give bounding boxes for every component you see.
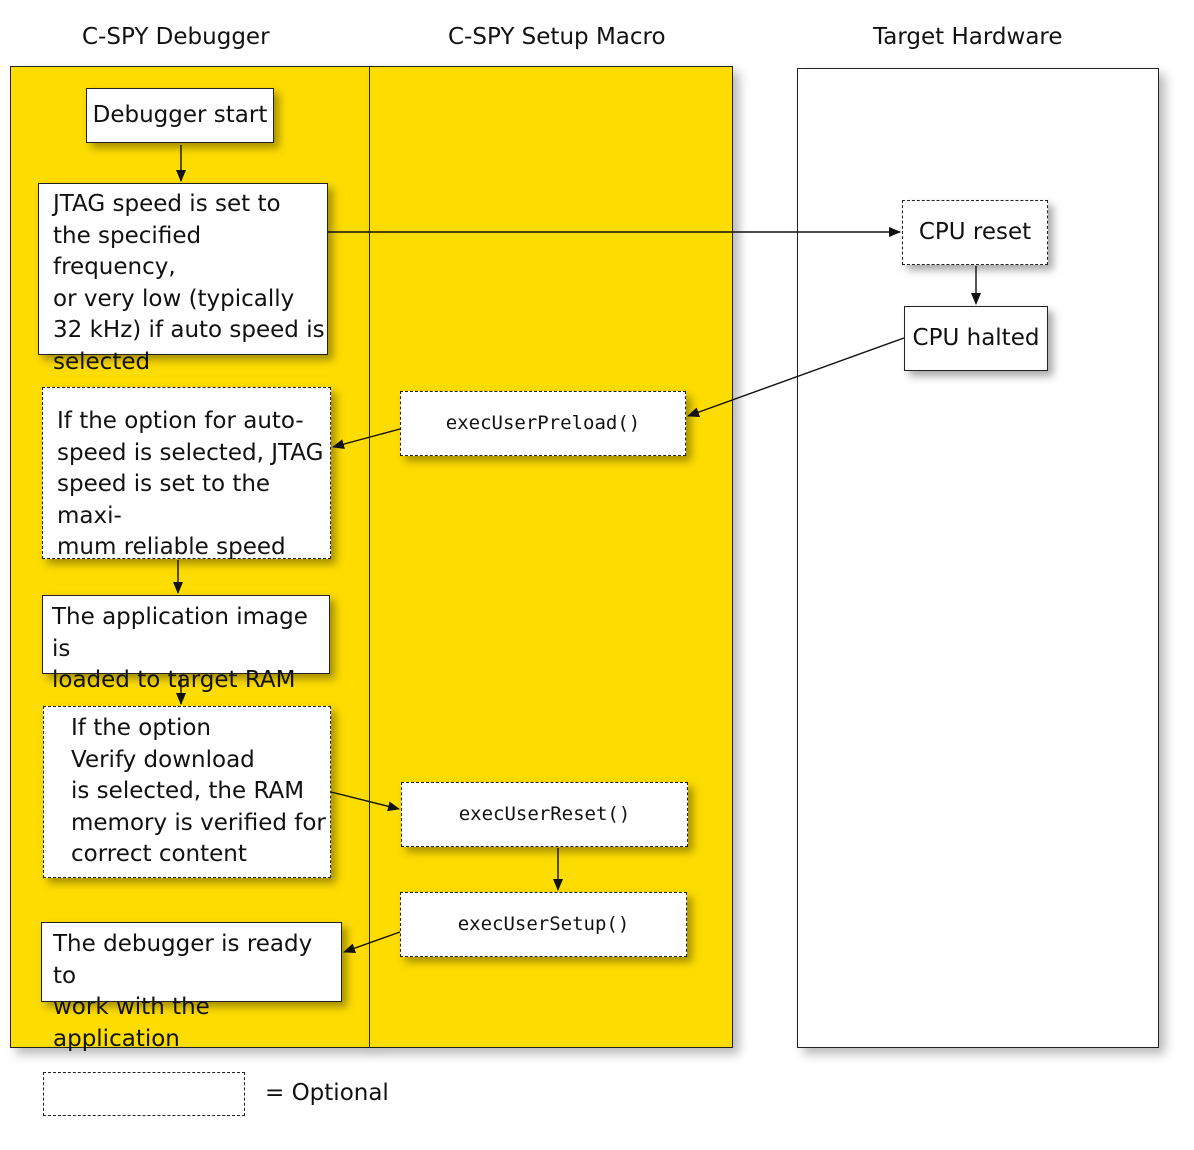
column-title-setup-macro: C-SPY Setup Macro bbox=[448, 24, 666, 50]
load-image-box: The application image is loaded to targe… bbox=[42, 595, 330, 693]
auto-speed-box: If the option for auto- speed is selecte… bbox=[42, 387, 331, 560]
jtag-speed-box: JTAG speed is set to the specified frequ… bbox=[38, 183, 328, 375]
column-title-debugger: C-SPY Debugger bbox=[82, 24, 270, 50]
lane-setup-macro bbox=[369, 66, 733, 1048]
legend-dashed-box bbox=[43, 1072, 245, 1116]
verify-download-box: If the option Verify download is selecte… bbox=[43, 706, 331, 878]
cpu-halted-box: CPU halted bbox=[904, 306, 1048, 371]
cpu-reset-box: CPU reset bbox=[902, 200, 1048, 265]
jtag-speed-line: selected bbox=[53, 348, 151, 375]
column-title-target-hardware: Target Hardware bbox=[873, 24, 1063, 50]
cpu-halted-label: CPU halted bbox=[912, 324, 1040, 351]
arrow-cpu-halted-to-preload bbox=[687, 337, 905, 417]
exec-user-setup-box: execUserSetup() bbox=[400, 892, 687, 957]
debugger-start-label: Debugger start bbox=[92, 101, 268, 128]
jtag-speed-line: or very low (typically bbox=[53, 285, 295, 312]
load-image-line: loaded to target RAM bbox=[52, 667, 296, 693]
arrow-preload-to-auto-speed bbox=[332, 428, 401, 449]
verify-line: Verify download bbox=[71, 746, 255, 773]
auto-speed-line: speed is selected, JTAG bbox=[57, 439, 324, 466]
jtag-speed-line: JTAG speed is set to bbox=[53, 191, 281, 217]
arrow-setup-to-ready bbox=[343, 931, 401, 954]
auto-speed-line: speed is set to the maxi- bbox=[57, 471, 271, 529]
cpu-reset-label: CPU reset bbox=[918, 218, 1032, 245]
verify-line: correct content bbox=[71, 841, 247, 867]
verify-line: is selected, the RAM bbox=[71, 778, 305, 804]
verify-line: memory is verified for bbox=[71, 809, 326, 836]
ready-line: work with the application bbox=[53, 994, 210, 1052]
legend-optional-label: = Optional bbox=[265, 1080, 389, 1106]
verify-line: If the option bbox=[71, 715, 211, 741]
arrow-verify-to-reset bbox=[330, 791, 400, 812]
exec-user-reset-label: execUserReset() bbox=[458, 802, 631, 825]
jtag-speed-line: the specified frequency, bbox=[53, 222, 202, 281]
exec-user-reset-box: execUserReset() bbox=[401, 782, 688, 847]
debugger-ready-box: The debugger is ready to work with the a… bbox=[41, 922, 342, 1052]
exec-user-preload-box: execUserPreload() bbox=[400, 391, 686, 456]
ready-line: The debugger is ready to bbox=[53, 931, 313, 989]
exec-user-setup-label: execUserSetup() bbox=[457, 912, 630, 935]
jtag-speed-line: 32 kHz) if auto speed is bbox=[53, 317, 325, 343]
auto-speed-line: mum reliable speed bbox=[57, 534, 286, 560]
exec-user-preload-label: execUserPreload() bbox=[445, 411, 641, 434]
auto-speed-line: If the option for auto- bbox=[57, 408, 304, 434]
load-image-line: The application image is bbox=[52, 604, 308, 662]
debugger-start-box: Debugger start bbox=[86, 88, 274, 143]
